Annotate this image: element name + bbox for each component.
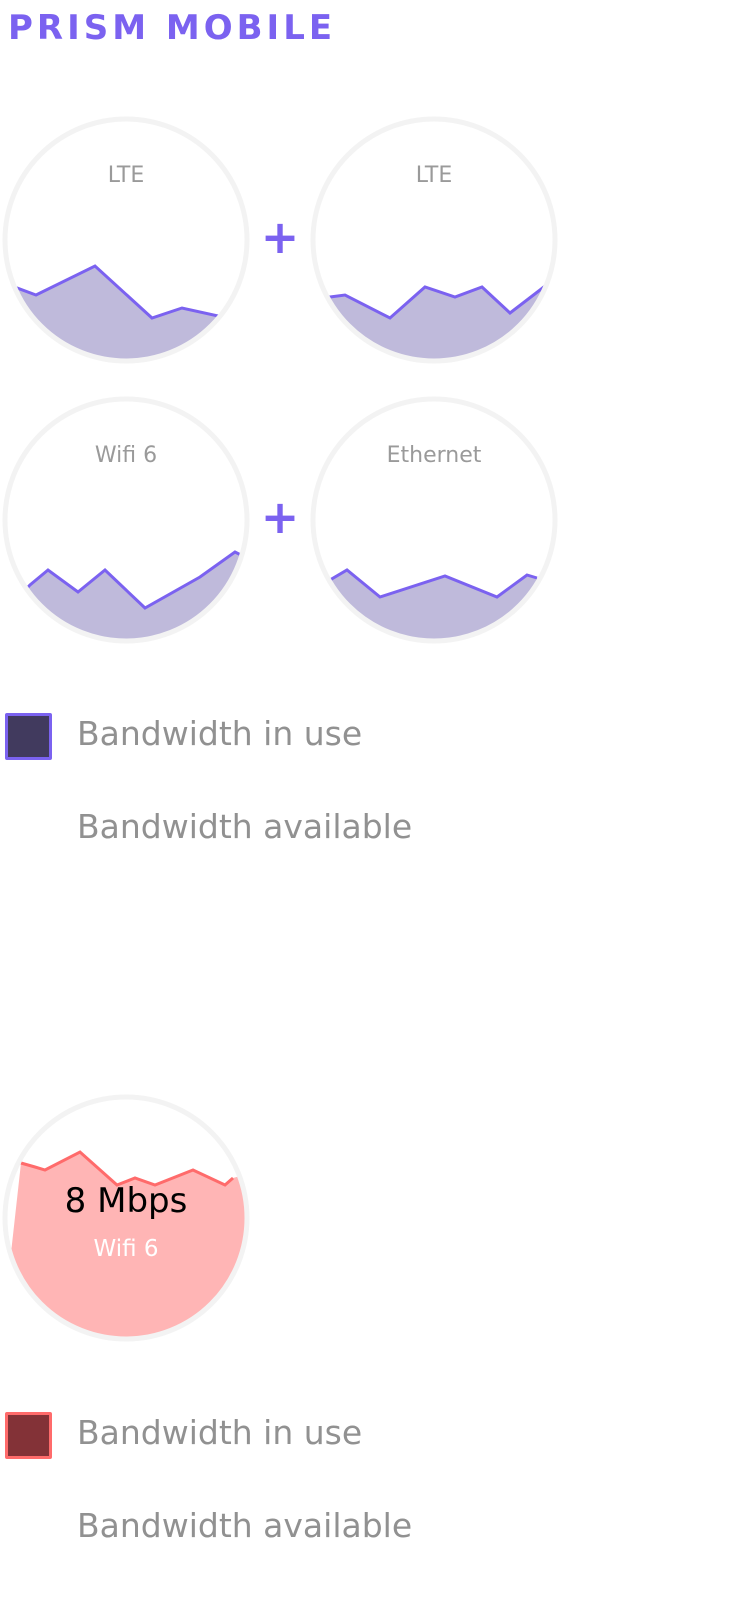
gauge-label: Wifi 6 — [93, 1236, 159, 1262]
plus-icon: + — [260, 490, 300, 544]
gauge-wifi-6: Wifi 6 — [1, 395, 251, 645]
gauge-lte-2: LTE — [309, 115, 559, 365]
plus-icon: + — [260, 210, 300, 264]
legend-in-use: Bandwidth in use — [77, 714, 363, 753]
bandwidth-wave-chart — [310, 116, 558, 364]
bandwidth-wave-chart — [2, 1094, 250, 1342]
gauge-label: Wifi 6 — [94, 443, 158, 468]
bandwidth-wave-chart — [2, 396, 250, 644]
legend-available: Bandwidth available — [77, 807, 413, 846]
gauge-label: Ethernet — [386, 443, 482, 468]
legend-swatch-in-use — [5, 1412, 52, 1459]
legend-available: Bandwidth available — [77, 1506, 413, 1545]
bandwidth-wave-chart — [2, 116, 250, 364]
gauge-lte-1: LTE — [1, 115, 251, 365]
gauge-ethernet: Ethernet — [309, 395, 559, 645]
gauge-label: LTE — [415, 163, 453, 188]
app-title: PRISM MOBILE — [8, 8, 337, 48]
bandwidth-wave-chart — [310, 396, 558, 644]
gauge-label: LTE — [107, 163, 145, 188]
gauge-single-wifi-6: 8 Mbps Wifi 6 — [1, 1093, 251, 1343]
legend-swatch-in-use — [5, 713, 52, 760]
speed-value: 8 Mbps — [64, 1181, 188, 1221]
legend-in-use: Bandwidth in use — [77, 1413, 363, 1452]
